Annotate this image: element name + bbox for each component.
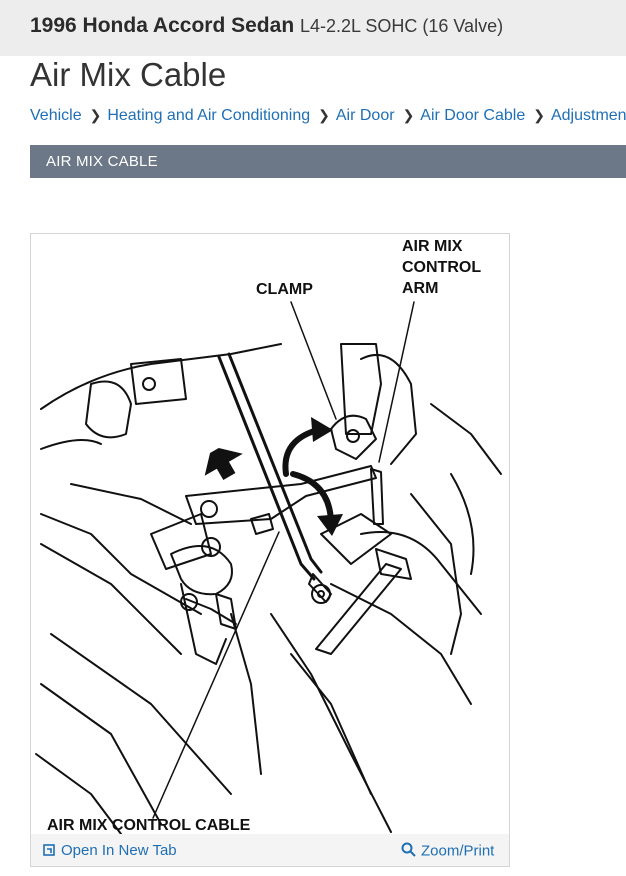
breadcrumb-heating-and-air-conditioning[interactable]: Heating and Air Conditioning [107,107,311,124]
clamp-assembly [330,343,417,465]
clamp-label: CLAMP [256,281,313,298]
page-title: Air Mix Cable [30,56,227,93]
left-panel-shapes [85,358,233,665]
breadcrumb: Vehicle ❯ Heating and Air Conditioning ❯ Air… [30,107,626,125]
breadcrumb-adjustments[interactable]: Adjustments [550,107,626,124]
section-header: AIR MIX CABLE [30,145,626,178]
magnifier-icon [401,842,416,861]
arrows [204,417,343,536]
open-in-new-tab-link[interactable]: Open In New Tab [43,842,177,860]
figure-footer: Open In New Tab Zoom/Print [31,834,509,866]
diagram-background-lines [35,343,502,834]
chevron-right-icon: ❯ [89,107,102,123]
breadcrumb-air-door[interactable]: Air Door [335,107,395,124]
control-cable [180,352,332,630]
chevron-right-icon: ❯ [402,107,415,123]
air-mix-control-arm-label: AIR MIX CONTROL ARM [402,236,481,299]
air-mix-lever [185,465,412,655]
air-mix-cable-diagram[interactable] [31,234,509,834]
zoom-print-label: Zoom/Print [421,842,495,860]
breadcrumb-vehicle[interactable]: Vehicle [30,107,82,124]
arm-label-line-2: CONTROL [402,259,482,276]
breadcrumb-air-door-cable[interactable]: Air Door Cable [420,107,526,124]
vehicle-name: 1996 Honda Accord Sedan [30,14,295,37]
figure-container: AIR MIX CONTROL ARM CLAMP AIR MIX CONTRO… [30,233,510,867]
open-in-new-tab-label: Open In New Tab [61,842,177,859]
open-in-new-tab-icon [43,843,56,860]
vehicle-title: 1996 Honda Accord Sedan L4-2.2L SOHC (16… [30,14,503,38]
vehicle-spec: L4-2.2L SOHC (16 Valve) [299,16,504,36]
press-arrow-icon [204,448,243,480]
leader-lines [152,301,415,819]
air-mix-control-cable-label: AIR MIX CONTROL CABLE [47,817,251,834]
section-title: AIR MIX CABLE [46,153,158,170]
vehicle-header: 1996 Honda Accord Sedan L4-2.2L SOHC (16… [0,0,626,56]
chevron-right-icon: ❯ [533,107,545,123]
chevron-right-icon: ❯ [318,107,330,123]
zoom-print-link[interactable]: Zoom/Print [401,842,494,861]
arm-label-line-1: AIR MIX [402,238,463,255]
arm-label-line-3: ARM [402,280,439,297]
